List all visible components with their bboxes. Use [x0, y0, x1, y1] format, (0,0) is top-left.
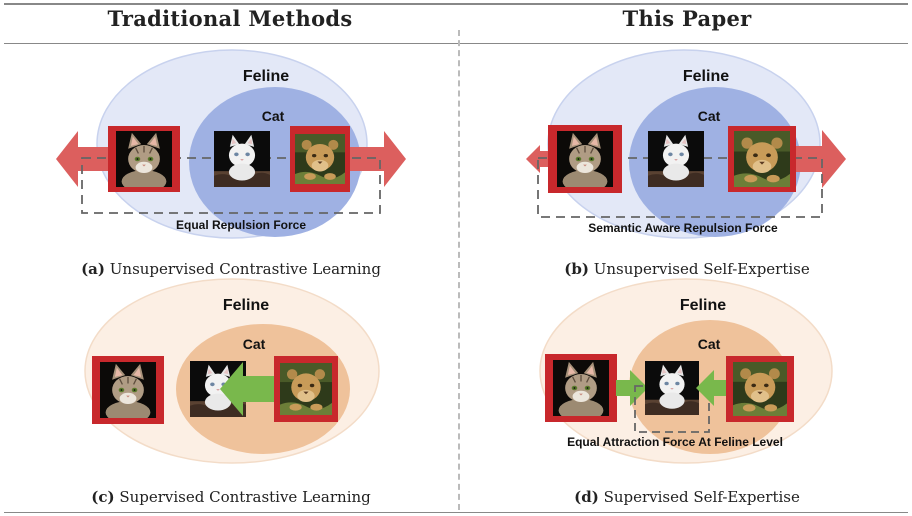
caption-tag: (c) [91, 488, 115, 506]
force-bracket [81, 157, 381, 214]
tabby-cat-photo [115, 131, 173, 187]
tabby-cat-photo [99, 362, 157, 418]
panel-d: Feline Cat Equal Attraction Force At Fel… [539, 278, 833, 464]
caption-text: Unsupervised Contrastive Learning [109, 260, 381, 278]
left-repulsion-arrow [56, 131, 112, 187]
small-left-repulsion-arrow [526, 145, 552, 173]
lion-cub-photo [733, 362, 787, 416]
caption-b: (b) Unsupervised Self-Expertise [462, 260, 912, 278]
caption-text: Supervised Contrastive Learning [119, 488, 371, 506]
lion-cub-photo [734, 131, 790, 187]
cat-label: Cat [698, 108, 721, 124]
cat-region [189, 87, 361, 237]
white-kitten-photo [214, 131, 270, 187]
caption-d: (d) Supervised Self-Expertise [462, 488, 912, 506]
header-rule [4, 43, 908, 44]
force-bracket [634, 385, 710, 433]
caption-tag: (a) [81, 260, 105, 278]
lion-cub-photo [295, 134, 345, 184]
left-attraction-arrow [616, 370, 648, 406]
cat-region [629, 87, 801, 237]
attraction-arrow [220, 362, 277, 416]
cat-label: Cat [243, 336, 266, 352]
top-rule [4, 3, 908, 5]
caption-text: Unsupervised Self-Expertise [593, 260, 810, 278]
tabby-cat-photo [556, 131, 614, 187]
feline-label: Feline [683, 68, 729, 85]
force-label: Equal Repulsion Force [176, 218, 306, 232]
lion-cub-photo [280, 363, 332, 415]
cat-label: Cat [262, 108, 285, 124]
panel-c: Feline Cat [84, 278, 380, 464]
force-label: Semantic Aware Repulsion Force [588, 221, 778, 235]
left-column-title: Traditional Methods [107, 6, 353, 31]
feline-label: Feline [680, 297, 726, 314]
right-column-title: This Paper [622, 6, 752, 31]
white-kitten-photo [645, 361, 699, 415]
caption-a: (a) Unsupervised Contrastive Learning [6, 260, 456, 278]
cat-label: Cat [698, 336, 721, 352]
caption-tag: (b) [564, 260, 589, 278]
panel-b: Feline Cat Semantic Aware Repulsion Forc… [526, 49, 846, 239]
panel-a: Feline Cat Equal Repulsion Force [56, 49, 406, 239]
bottom-rule [4, 512, 908, 513]
feline-label: Feline [243, 68, 289, 85]
large-right-repulsion-arrow [792, 130, 846, 188]
right-attraction-arrow [696, 370, 728, 406]
right-repulsion-arrow [350, 131, 406, 187]
column-divider [458, 30, 460, 510]
force-label: Equal Attraction Force At Feline Level [567, 435, 783, 449]
caption-text: Supervised Self-Expertise [603, 488, 800, 506]
tabby-cat-photo [552, 360, 610, 416]
feline-label: Feline [223, 297, 269, 314]
white-kitten-photo [648, 131, 704, 187]
caption-tag: (d) [574, 488, 599, 506]
caption-c: (c) Supervised Contrastive Learning [6, 488, 456, 506]
